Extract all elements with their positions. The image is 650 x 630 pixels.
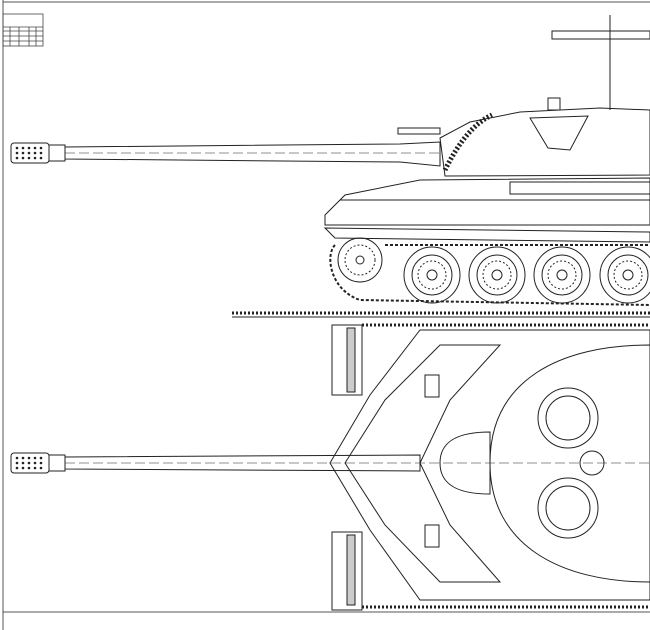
road-wheel — [403, 246, 461, 304]
hull-top — [329, 329, 650, 601]
track-side — [329, 244, 650, 306]
gun-barrel-top — [64, 454, 421, 472]
mantlet — [442, 112, 494, 172]
road-wheel — [599, 246, 650, 304]
road-wheel — [533, 246, 591, 304]
gun-barrel — [64, 141, 441, 167]
track-top — [331, 323, 650, 611]
commander-hatch — [537, 387, 599, 449]
hatch — [529, 115, 589, 151]
fender — [323, 227, 650, 243]
loader-hatch — [537, 477, 599, 539]
turret — [439, 107, 650, 177]
road-wheels — [403, 246, 650, 304]
pike-nose — [344, 344, 502, 583]
idler-wheel — [337, 237, 383, 283]
muzzle-brake-top — [10, 452, 66, 474]
mantlet-top — [439, 431, 491, 495]
side-view — [10, 15, 650, 318]
road-wheel — [468, 246, 526, 304]
muzzle-brake — [10, 142, 66, 164]
ground-track — [232, 311, 650, 318]
turret-top — [489, 344, 650, 583]
hull-upper — [324, 177, 650, 226]
vent — [579, 450, 605, 476]
top-view — [10, 323, 650, 611]
title-block — [2, 13, 44, 47]
